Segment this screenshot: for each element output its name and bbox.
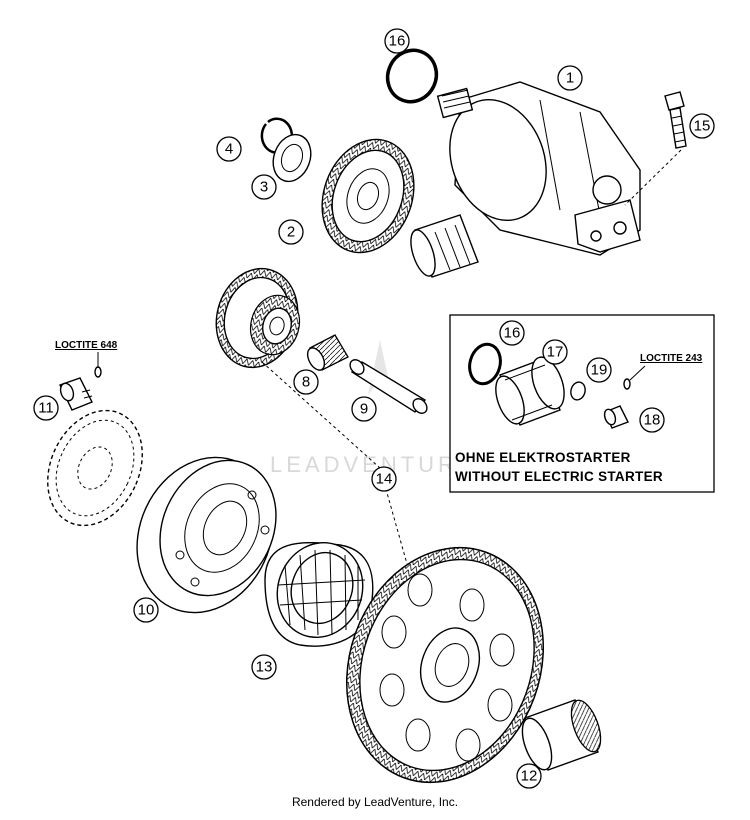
freewheel-housing-10: [136, 456, 277, 614]
svg-text:9: 9: [360, 401, 368, 418]
screw-18: [603, 378, 631, 429]
callout-10: 10: [133, 597, 159, 623]
stud-11: [59, 366, 102, 411]
o-ring-16-inset: [468, 342, 502, 386]
callout-11: 11: [33, 395, 59, 421]
needle-bearing-12: [521, 699, 602, 771]
svg-text:2: 2: [287, 224, 295, 241]
inset-label-en: WITHOUT ELECTRIC STARTER: [455, 469, 663, 484]
svg-text:16: 16: [389, 33, 406, 50]
loctite-243-note: LOCTITE 243: [640, 353, 703, 364]
callout-17: 17: [542, 339, 568, 365]
callout-12: 12: [516, 763, 542, 789]
svg-text:14: 14: [376, 471, 393, 488]
bearing-sleeve-17: [495, 356, 565, 426]
washer-3: [272, 133, 312, 183]
starter-motor: [436, 81, 641, 256]
callout-16: 16: [384, 28, 410, 54]
bolt-15: [624, 91, 687, 206]
starter-gear-14: [345, 546, 545, 784]
watermark-text: LEADVENTURE: [270, 452, 477, 477]
svg-text:10: 10: [138, 602, 155, 619]
callout-15: 15: [689, 113, 715, 139]
needle-bearing-small: [410, 214, 479, 278]
callout-4: 4: [216, 136, 242, 162]
loctite-243-leader: [629, 365, 646, 381]
footer-credit: Rendered by LeadVenture, Inc.: [291, 795, 459, 809]
loctite-648-note: LOCTITE 648: [55, 340, 118, 351]
double-gear: [215, 267, 301, 369]
svg-text:17: 17: [547, 344, 564, 361]
washer-19: [570, 381, 586, 401]
svg-text:19: 19: [591, 362, 608, 379]
shaft-pin-9: [349, 359, 428, 414]
svg-text:3: 3: [260, 179, 268, 196]
inset-without-electric-starter: OHNE ELEKTROSTARTER WITHOUT ELECTRIC STA…: [449, 314, 715, 493]
primary-sprocket: [47, 409, 143, 527]
svg-text:1: 1: [566, 70, 574, 87]
callout-9: 9: [351, 396, 377, 422]
svg-text:18: 18: [644, 412, 661, 429]
svg-text:11: 11: [38, 400, 54, 417]
callout-19: 19: [586, 357, 612, 383]
callout-8: 8: [293, 369, 319, 395]
svg-text:15: 15: [694, 118, 711, 135]
svg-text:13: 13: [256, 659, 273, 676]
intermediate-gear-2: [321, 138, 415, 254]
callout-14: 14: [371, 466, 397, 492]
svg-text:4: 4: [225, 141, 233, 158]
callout-2: 2: [278, 219, 304, 245]
svg-text:16: 16: [504, 325, 521, 342]
svg-text:8: 8: [302, 374, 310, 391]
needle-bearing-8: [306, 334, 349, 371]
callout-18: 18: [639, 407, 665, 433]
o-ring-16: [385, 48, 439, 104]
inset-label-de: OHNE ELEKTROSTARTER: [455, 450, 631, 465]
callout-16-inset: 16: [499, 320, 525, 346]
callout-3: 3: [251, 174, 277, 200]
callout-1: 1: [557, 65, 583, 91]
callout-13: 13: [251, 654, 277, 680]
svg-text:12: 12: [521, 768, 538, 785]
